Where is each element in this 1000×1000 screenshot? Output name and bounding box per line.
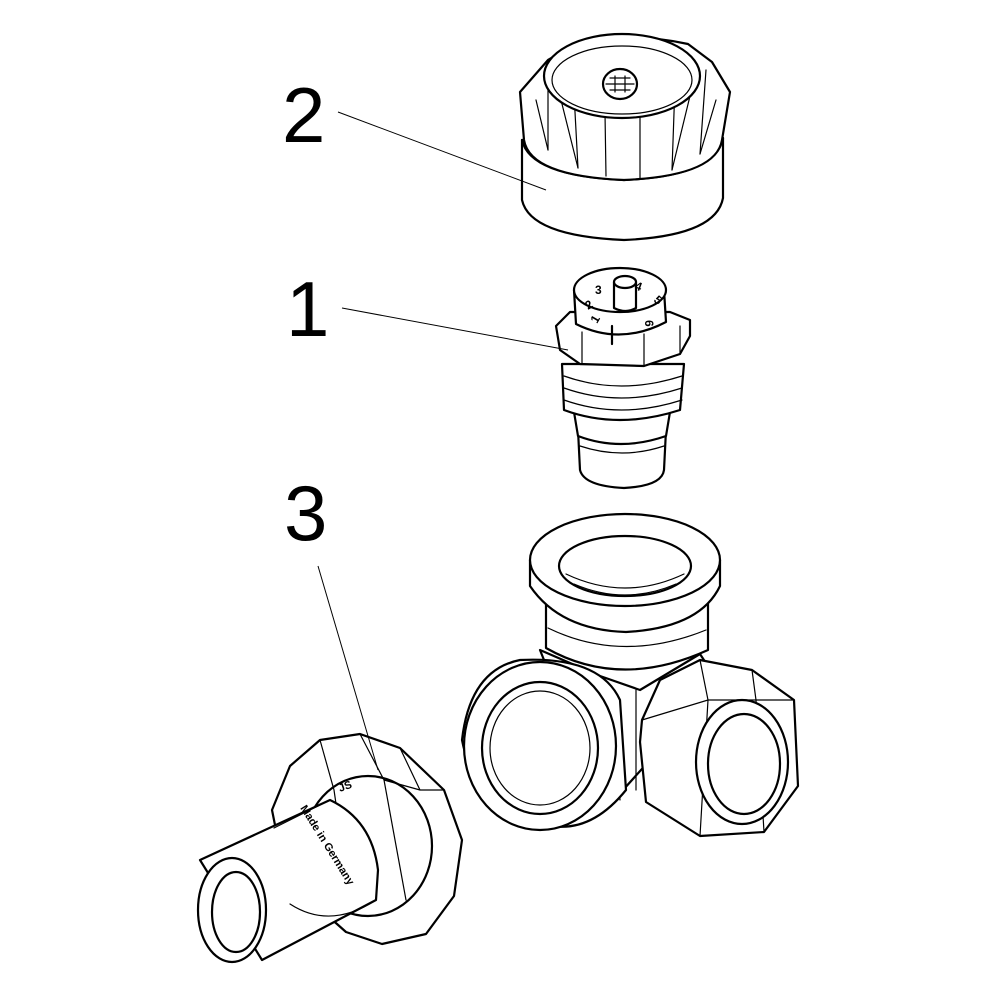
leader-line-cap — [337, 111, 547, 191]
dial-number-6: 6 — [642, 320, 656, 327]
dial-number-4: 4 — [633, 279, 644, 295]
callout-1: 1 — [286, 265, 329, 353]
callout-3: 3 — [284, 469, 327, 557]
dial-number-3: 3 — [595, 283, 602, 297]
callout-2: 2 — [282, 71, 325, 159]
brand-logo-icon — [601, 67, 639, 101]
tailpiece-coupling: JS Made in Germany — [196, 732, 464, 964]
leader-line-insert — [341, 307, 569, 351]
protective-cap — [518, 32, 732, 242]
leader-line-coupling — [317, 565, 379, 771]
coupling-brand-mark: JS — [337, 779, 354, 795]
angle-valve-body — [460, 512, 800, 838]
valve-insert: 1 2 3 4 5 6 — [554, 266, 692, 490]
